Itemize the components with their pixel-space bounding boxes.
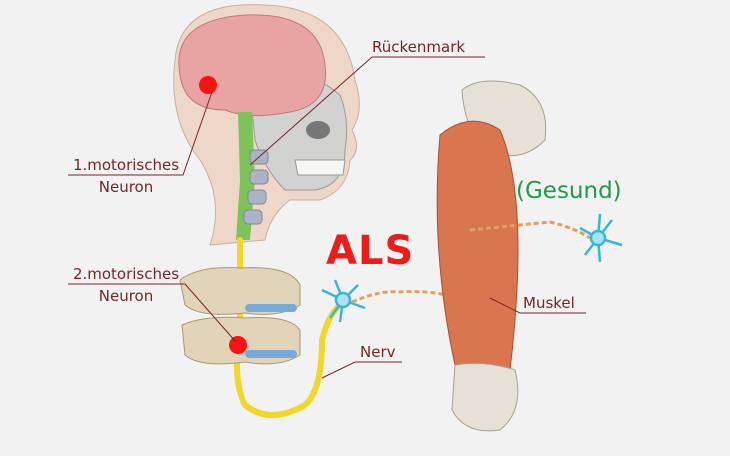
- muscle-label: Muskel: [523, 294, 575, 312]
- motor-nerve: [234, 237, 343, 418]
- healthy-neuron-icon: [579, 213, 623, 263]
- upper-neuron-label: 1.motorisches Neuron: [66, 156, 186, 196]
- upper-neuron-label-line2: Neuron: [98, 178, 154, 196]
- healthy-label: (Gesund): [516, 178, 622, 204]
- nerve-leader: [321, 361, 402, 379]
- spinal-cord-label: Rückenmark: [372, 38, 466, 56]
- als-title: ALS: [326, 228, 415, 274]
- arm-muscle-illustration: [436, 80, 547, 432]
- lower-neuron-label: 2.motorisches Neuron: [66, 265, 186, 305]
- upper-neuron-label-line1: 1.motorisches: [72, 156, 180, 174]
- lower-neuron-leader: [68, 283, 237, 343]
- lumbar-vertebrae: [179, 267, 301, 365]
- lower-neuron-label-line2: Neuron: [98, 287, 154, 305]
- lower-neuron-label-line1: 2.motorisches: [72, 265, 180, 283]
- upper-neuron-leader: [68, 91, 213, 176]
- lower-neuron-lesion-dot: [229, 336, 247, 354]
- healthy-axon: [469, 220, 591, 240]
- upper-neuron-lesion-dot: [199, 76, 217, 94]
- muscle-leader: [489, 297, 586, 314]
- brain-illustration: [178, 14, 327, 117]
- nerve-label: Nerv: [360, 343, 396, 361]
- diseased-neuron-icon: [321, 279, 366, 323]
- spinal-cord-leader: [249, 56, 485, 166]
- spinal-cord-illustration: [236, 112, 255, 240]
